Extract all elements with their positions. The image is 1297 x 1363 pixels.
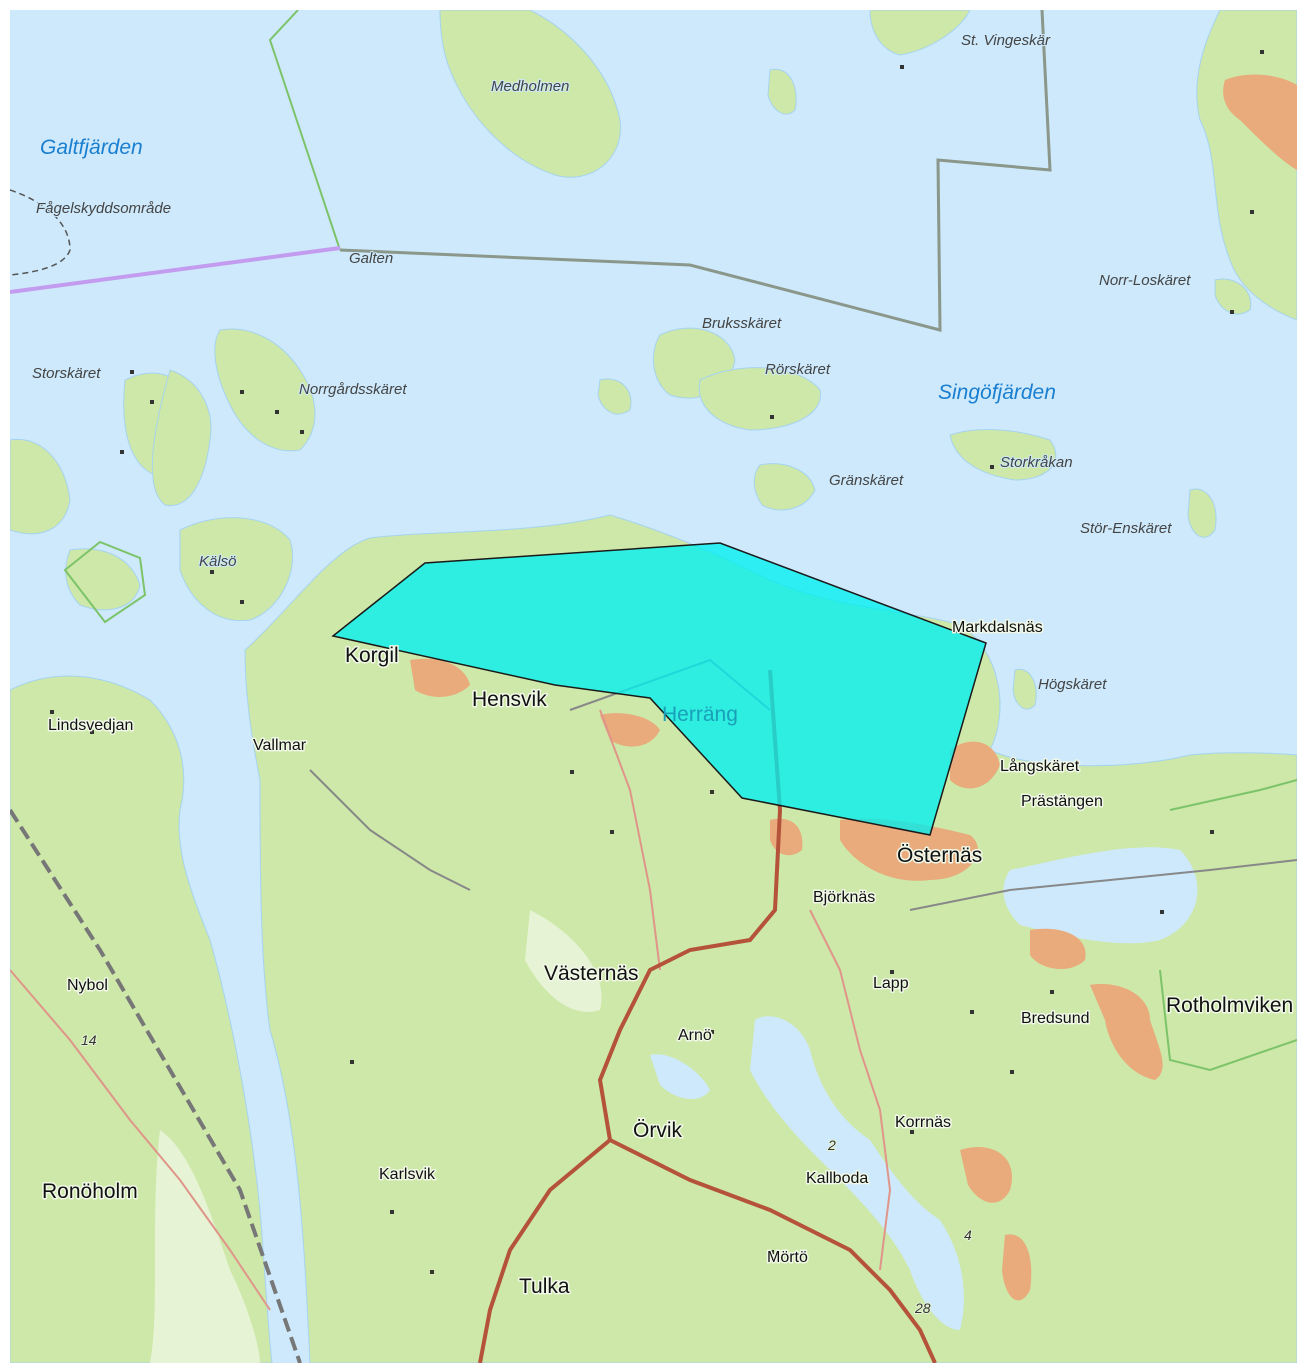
boundary-dashed bbox=[10, 189, 71, 276]
island bbox=[10, 438, 71, 535]
place-label: Markdalsnäs bbox=[952, 619, 1043, 636]
island bbox=[767, 68, 797, 115]
urban-area bbox=[960, 1146, 1012, 1203]
map-view[interactable]: Galtfjärden Singöfjärden Medholmen St. V… bbox=[10, 10, 1297, 1363]
place-label: Lindsvedjan bbox=[48, 717, 133, 734]
place-label: Östernäs bbox=[897, 844, 982, 867]
island-label: Gränskäret bbox=[829, 472, 904, 489]
island-label: Bruksskäret bbox=[702, 315, 782, 332]
island-label: Högskäret bbox=[1038, 676, 1107, 693]
mainland bbox=[244, 514, 1297, 1363]
map-canvas[interactable]: Galtfjärden Singöfjärden Medholmen St. V… bbox=[10, 10, 1297, 1363]
road-minor bbox=[599, 709, 661, 971]
boundary-purple bbox=[10, 246, 341, 294]
place-label: Tulka bbox=[519, 1275, 570, 1298]
island bbox=[1214, 278, 1252, 315]
urban-area bbox=[1030, 928, 1086, 970]
urban-area bbox=[1223, 74, 1297, 170]
road-minor bbox=[10, 969, 271, 1311]
open-land bbox=[525, 910, 602, 1012]
island-label: Norrgårdsskäret bbox=[299, 381, 407, 398]
island-label: Medholmen bbox=[491, 78, 569, 95]
island bbox=[1187, 488, 1217, 538]
boundary-green-east bbox=[1159, 779, 1297, 1072]
island-label: Kälsö bbox=[199, 553, 237, 570]
highlight-area[interactable] bbox=[331, 542, 987, 836]
water-label: Singöfjärden bbox=[938, 381, 1056, 404]
place-label: Lapp bbox=[873, 975, 909, 992]
urban-area bbox=[1002, 1234, 1032, 1301]
road-main bbox=[478, 669, 783, 1363]
place-label: Vallmar bbox=[253, 737, 307, 754]
island-label: St. Vingeskär bbox=[961, 32, 1051, 49]
place-label: Karlsvik bbox=[379, 1166, 436, 1183]
island-norrgardsskaret bbox=[214, 328, 316, 452]
boundary-green-island bbox=[63, 540, 147, 624]
place-label: Långskäret bbox=[1000, 757, 1080, 775]
open-land bbox=[150, 1130, 260, 1363]
place-label: Rotholmviken bbox=[1166, 994, 1293, 1017]
urban-area bbox=[600, 713, 660, 747]
island bbox=[597, 378, 632, 415]
urban-area bbox=[410, 658, 470, 697]
island-label: Storkråkan bbox=[1000, 454, 1073, 471]
lake-small bbox=[650, 1054, 710, 1100]
road-number: 14 bbox=[81, 1032, 97, 1048]
place-label: Nybol bbox=[67, 977, 108, 994]
island bbox=[753, 463, 816, 511]
urban-area bbox=[840, 818, 978, 881]
place-label: Björknäs bbox=[813, 889, 875, 906]
island-label: Fågelskyddsområde bbox=[36, 200, 171, 217]
urban-area bbox=[1090, 984, 1163, 1080]
place-label: Örvik bbox=[633, 1119, 682, 1142]
water-label: Galtfjärden bbox=[40, 136, 143, 159]
island bbox=[151, 369, 212, 506]
place-label: Västernäs bbox=[544, 962, 639, 985]
place-label: Ronöholm bbox=[42, 1180, 138, 1203]
place-label: Hensvik bbox=[472, 688, 547, 711]
island-hogskaret bbox=[1012, 668, 1037, 710]
place-label: Mörtö bbox=[767, 1249, 808, 1266]
buildings bbox=[50, 50, 1264, 1274]
place-label: Korrnäs bbox=[895, 1114, 951, 1131]
island bbox=[869, 10, 971, 56]
boundary-green bbox=[268, 10, 341, 251]
urban-area bbox=[950, 741, 1000, 789]
road-minor bbox=[809, 909, 892, 1271]
island-rorskaret bbox=[698, 367, 821, 431]
place-label: Prästängen bbox=[1021, 793, 1103, 810]
place-label: Bredsund bbox=[1021, 1010, 1090, 1027]
island-medholmen bbox=[439, 10, 621, 178]
island-kalso bbox=[179, 517, 294, 622]
railway bbox=[10, 808, 302, 1363]
island-label: Norr-Loskäret bbox=[1099, 272, 1191, 289]
road-number: 4 bbox=[964, 1227, 972, 1243]
bay bbox=[1003, 847, 1198, 944]
lake bbox=[750, 1016, 964, 1330]
island-label: Rörskäret bbox=[765, 361, 831, 378]
place-label: Korgil bbox=[345, 644, 399, 667]
place-label: Arnö bbox=[678, 1027, 712, 1044]
boundary-grey bbox=[339, 10, 1052, 332]
road-number: 2 bbox=[827, 1137, 836, 1153]
island-label: Stör-Enskäret bbox=[1080, 520, 1172, 537]
road-number: 28 bbox=[914, 1300, 931, 1316]
place-label: Herräng bbox=[662, 703, 738, 726]
island-label: Galten bbox=[349, 250, 393, 267]
island-storkrakan bbox=[949, 429, 1057, 481]
place-label: Kallboda bbox=[806, 1170, 868, 1187]
island-label: Storskäret bbox=[32, 365, 101, 382]
road-main bbox=[609, 1138, 937, 1363]
